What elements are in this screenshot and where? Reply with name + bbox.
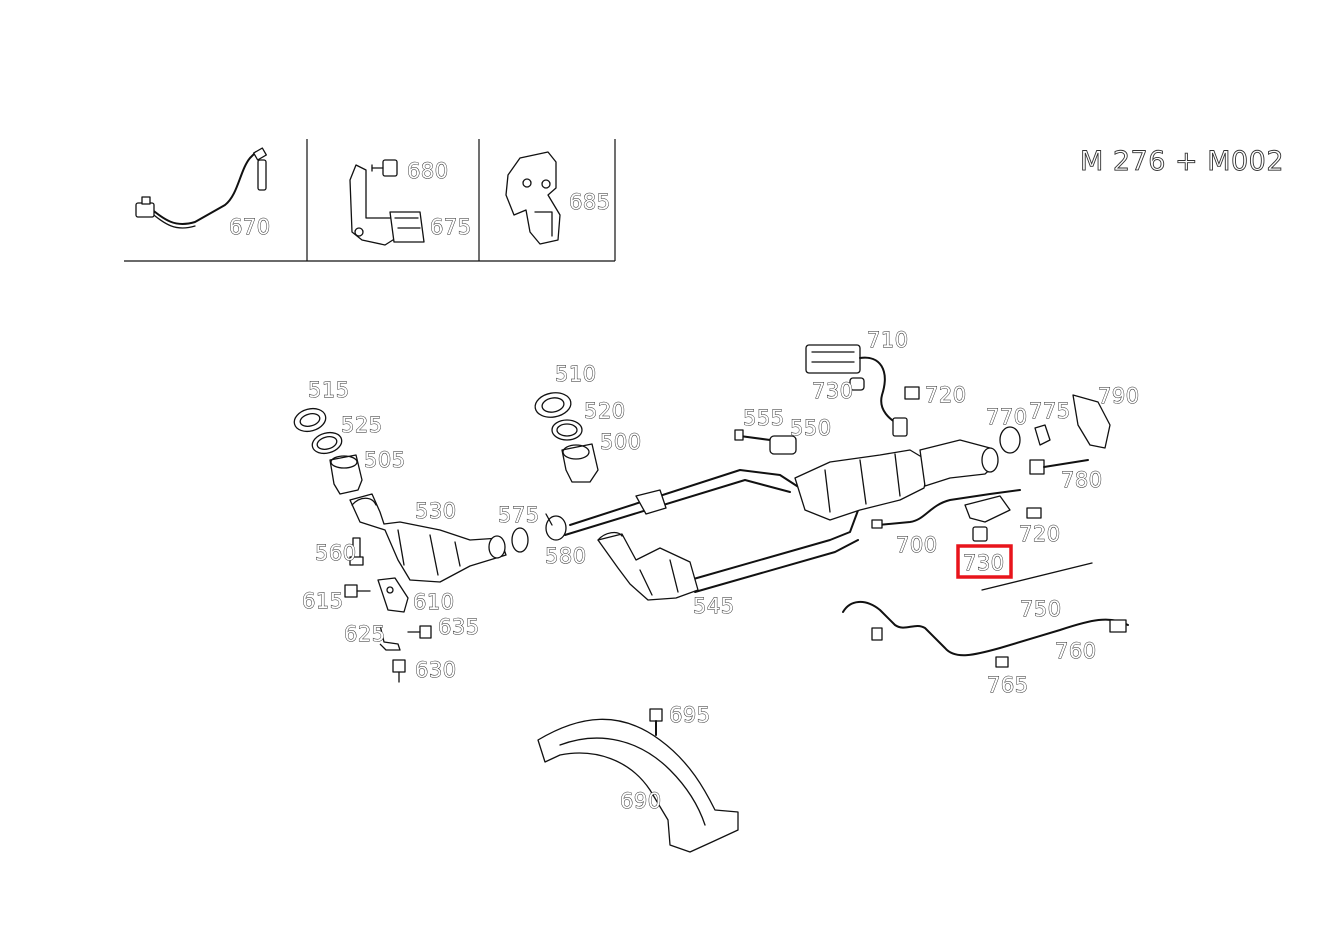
right-flange-drawings — [534, 392, 599, 483]
small-hardware-drawings — [344, 537, 432, 683]
rear-sensor-drawings — [871, 489, 1042, 542]
part-label-highlighted[interactable]: 730 — [963, 551, 1005, 576]
part-label[interactable]: 720 — [925, 383, 967, 408]
main-labels: 510 520 500 515 525 505 530 560 615 610 … — [302, 328, 1140, 814]
left-flange-drawings — [293, 407, 363, 495]
part-label[interactable]: 750 — [1020, 597, 1062, 622]
part-label[interactable]: 615 — [302, 589, 344, 614]
part-label[interactable]: 505 — [364, 448, 406, 473]
rear-hardware-drawings — [999, 394, 1111, 475]
highlight-box — [956, 544, 1013, 579]
part-label[interactable]: 555 — [743, 406, 785, 431]
inset-labels: 670 680 675 685 — [229, 159, 611, 240]
part-label[interactable]: 510 — [555, 362, 597, 387]
part-label[interactable]: 765 — [987, 673, 1029, 698]
oxygen-sensor-670-drawing — [135, 147, 267, 229]
part-label[interactable]: 685 — [569, 190, 611, 215]
part-label[interactable]: 695 — [669, 703, 711, 728]
part-label[interactable]: 790 — [1098, 384, 1140, 409]
part-label[interactable]: 530 — [415, 499, 457, 524]
cable-760-drawing — [842, 562, 1129, 668]
part-label[interactable]: 690 — [620, 789, 662, 814]
part-label[interactable]: 775 — [1029, 399, 1071, 424]
part-label[interactable]: 625 — [344, 622, 386, 647]
part-label[interactable]: 680 — [407, 159, 449, 184]
part-label[interactable]: 760 — [1055, 639, 1097, 664]
bracket-690-drawing — [537, 708, 739, 853]
part-label[interactable]: 675 — [430, 215, 472, 240]
part-label[interactable]: 515 — [308, 378, 350, 403]
part-label[interactable]: 550 — [790, 416, 832, 441]
part-label[interactable]: 780 — [1061, 468, 1103, 493]
part-label[interactable]: 525 — [341, 413, 383, 438]
part-label[interactable]: 635 — [438, 615, 480, 640]
clamp-drawings — [511, 513, 567, 553]
part-label[interactable]: 500 — [600, 430, 642, 455]
model-code: M 276 + M002 — [1080, 146, 1284, 177]
part-label[interactable]: 670 — [229, 215, 271, 240]
part-label[interactable]: 730 — [812, 379, 854, 404]
y-pipe-545-drawing — [564, 469, 861, 601]
bracket-675-drawing — [349, 159, 425, 246]
sleeve-550-drawing — [734, 429, 797, 455]
part-label[interactable]: 610 — [413, 590, 455, 615]
part-label[interactable]: 545 — [693, 594, 735, 619]
left-catalytic-converter-drawing — [349, 493, 507, 583]
bracket-685-drawing — [505, 151, 561, 245]
part-label[interactable]: 520 — [584, 399, 626, 424]
part-label[interactable]: 770 — [986, 405, 1028, 430]
part-label[interactable]: 700 — [896, 533, 938, 558]
sensor-unit-710-drawing — [805, 344, 920, 437]
part-label[interactable]: 710 — [867, 328, 909, 353]
inset-panel — [124, 139, 616, 262]
part-label[interactable]: 575 — [498, 503, 540, 528]
part-label[interactable]: 560 — [315, 541, 357, 566]
part-label[interactable]: 630 — [415, 658, 457, 683]
part-label[interactable]: 580 — [545, 544, 587, 569]
muffler-drawing — [794, 439, 999, 521]
part-label[interactable]: 720 — [1019, 522, 1061, 547]
